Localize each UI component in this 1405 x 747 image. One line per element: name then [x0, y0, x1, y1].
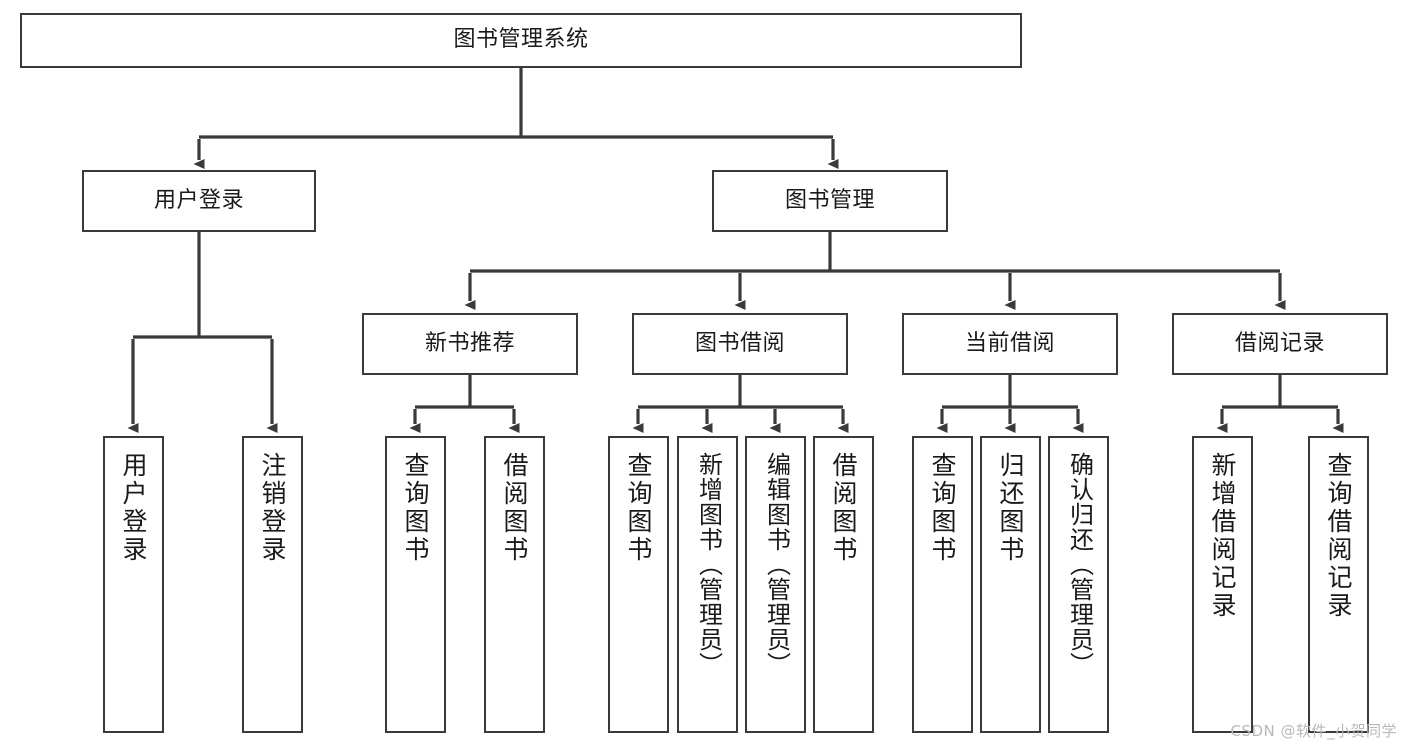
node-label: 查询借阅记录: [1324, 452, 1353, 620]
leaf-confirm-return-admin[interactable]: 确认归还（管理员）: [1048, 436, 1109, 733]
leaf-add-book-admin[interactable]: 新增图书（管理员）: [677, 436, 738, 733]
node-label: 借阅记录: [1234, 330, 1325, 356]
node-label: 用户登录: [119, 452, 148, 564]
leaf-return-book[interactable]: 归还图书: [980, 436, 1041, 733]
node-label: 用户登录: [153, 187, 244, 213]
node-label: 查询图书: [401, 452, 430, 564]
node-borrow-records[interactable]: 借阅记录: [1172, 313, 1388, 375]
node-label: 当前借阅: [964, 330, 1055, 356]
node-book-management[interactable]: 图书管理: [712, 170, 948, 232]
node-label: 归还图书: [996, 452, 1025, 564]
node-label: 图书管理: [784, 187, 875, 213]
node-book-borrowing[interactable]: 图书借阅: [632, 313, 848, 375]
node-label: 编辑图书（管理员）: [762, 452, 791, 677]
leaf-logout[interactable]: 注销登录: [242, 436, 303, 733]
node-label: 查询图书: [624, 452, 653, 564]
node-label: 借阅图书: [500, 452, 529, 564]
node-label: 注销登录: [258, 452, 287, 564]
node-label: 查询图书: [928, 452, 957, 564]
node-label: 借阅图书: [829, 452, 858, 564]
node-new-book-recommendation[interactable]: 新书推荐: [362, 313, 578, 375]
node-label: 图书借阅: [694, 330, 785, 356]
node-label: 新增借阅记录: [1208, 452, 1237, 620]
node-user-login[interactable]: 用户登录: [82, 170, 316, 232]
node-label: 新增图书（管理员）: [694, 452, 723, 677]
watermark-text: CSDN @软件_小贺同学: [1230, 722, 1397, 740]
node-current-borrowing[interactable]: 当前借阅: [902, 313, 1118, 375]
leaf-borrow-book-borrow[interactable]: 借阅图书: [813, 436, 874, 733]
leaf-edit-book-admin[interactable]: 编辑图书（管理员）: [745, 436, 806, 733]
node-label: 确认归还（管理员）: [1065, 452, 1094, 677]
leaf-query-book-borrow[interactable]: 查询图书: [608, 436, 669, 733]
leaf-add-borrow-record[interactable]: 新增借阅记录: [1192, 436, 1253, 733]
node-label: 新书推荐: [424, 330, 515, 356]
leaf-borrow-book-new[interactable]: 借阅图书: [484, 436, 545, 733]
node-root-system[interactable]: 图书管理系统: [20, 13, 1022, 68]
leaf-query-book-current[interactable]: 查询图书: [912, 436, 973, 733]
leaf-query-book-new[interactable]: 查询图书: [385, 436, 446, 733]
leaf-user-login[interactable]: 用户登录: [103, 436, 164, 733]
node-label: 图书管理系统: [453, 27, 589, 53]
leaf-query-borrow-record[interactable]: 查询借阅记录: [1308, 436, 1369, 733]
